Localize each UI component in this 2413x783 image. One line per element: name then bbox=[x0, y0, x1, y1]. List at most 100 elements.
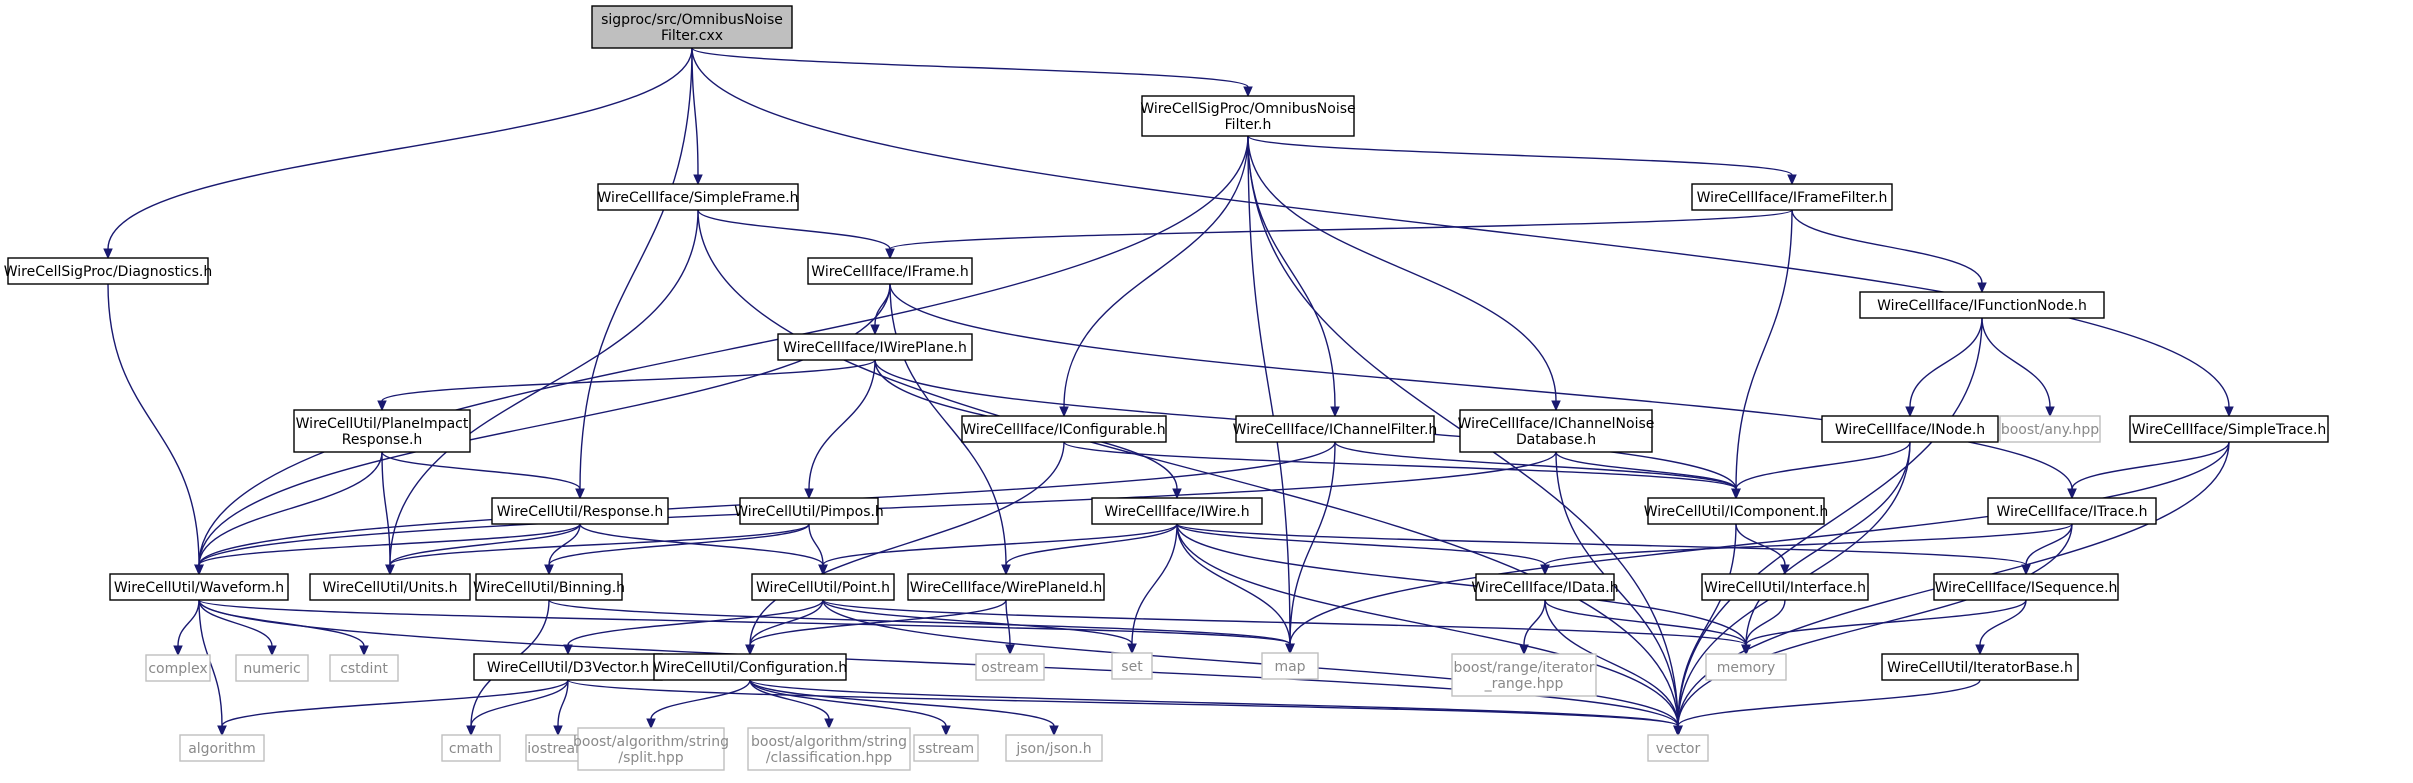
node-label: WireCellUtil/PlaneImpact bbox=[296, 416, 469, 432]
node-ifunctionnode[interactable]: WireCellIface/IFunctionNode.h bbox=[1859, 291, 2105, 319]
edge-pimpos-to-units bbox=[385, 523, 810, 576]
node-label: complex bbox=[148, 661, 207, 677]
node-pimpos[interactable]: WireCellUtil/Pimpos.h bbox=[734, 497, 884, 525]
edge-arrowhead bbox=[1905, 406, 1915, 418]
node-box bbox=[1647, 734, 1709, 762]
node-iframe[interactable]: WireCellIface/IFrame.h bbox=[807, 257, 973, 285]
edge-line bbox=[1544, 523, 2073, 566]
node-iconfigurable[interactable]: WireCellIface/IConfigurable.h bbox=[961, 415, 1167, 443]
edge-line bbox=[381, 359, 876, 402]
edge-line bbox=[198, 135, 1249, 566]
node-ichannelfilter[interactable]: WireCellIface/IChannelFilter.h bbox=[1233, 415, 1438, 443]
node-label: Filter.cxx bbox=[661, 28, 723, 44]
node-label: /split.hpp bbox=[618, 750, 683, 766]
node-iwireplane[interactable]: WireCellIface/IWirePlane.h bbox=[777, 333, 973, 361]
node-label: vector bbox=[1656, 741, 1701, 757]
edge-arrowhead bbox=[1285, 643, 1295, 655]
node-wireplaneid[interactable]: WireCellIface/WirePlaneId.h bbox=[907, 573, 1105, 601]
node-label: boost/algorithm/string bbox=[573, 734, 729, 750]
node-box bbox=[475, 573, 623, 601]
edge-arrowhead bbox=[1127, 643, 1137, 655]
node-set: set bbox=[1111, 652, 1153, 680]
edge-line bbox=[1063, 135, 1249, 408]
node-box bbox=[145, 654, 211, 682]
node-label: WireCellUtil/D3Vector.h bbox=[487, 660, 649, 676]
edge-arrowhead bbox=[745, 644, 755, 656]
edge-line bbox=[1735, 209, 1793, 490]
edge-isequence-to-memory bbox=[1741, 599, 2027, 656]
edge-line bbox=[1247, 135, 1291, 645]
node-simpletrace[interactable]: WireCellIface/SimpleTrace.h bbox=[2129, 415, 2329, 443]
edge-arrowhead bbox=[377, 400, 387, 412]
edge-line bbox=[1745, 599, 2027, 646]
node-point[interactable]: WireCellUtil/Point.h bbox=[751, 573, 895, 601]
node-box bbox=[907, 573, 1105, 601]
edge-arrowhead bbox=[1977, 282, 1987, 294]
node-inode[interactable]: WireCellIface/INode.h bbox=[1821, 415, 1999, 443]
edge-line bbox=[470, 679, 569, 727]
edge-line bbox=[579, 523, 824, 566]
node-d3vector[interactable]: WireCellUtil/D3Vector.h bbox=[473, 653, 663, 681]
node-label: WireCellIface/IWirePlane.h bbox=[783, 340, 967, 356]
node-binning[interactable]: WireCellUtil/Binning.h bbox=[473, 573, 625, 601]
edge-diag-to-waveform bbox=[107, 283, 204, 576]
edge-arrowhead bbox=[385, 564, 395, 576]
edge-layer bbox=[103, 47, 2234, 737]
edge-wireplaneid-to-configuration bbox=[745, 599, 1007, 656]
edge-line bbox=[1176, 523, 1546, 566]
node-box bbox=[293, 409, 471, 453]
node-cmath: cmath bbox=[441, 734, 501, 762]
node-box bbox=[7, 257, 209, 285]
edge-line bbox=[1544, 599, 1679, 727]
node-idata[interactable]: WireCellIface/IData.h bbox=[1471, 573, 1619, 601]
edge-line bbox=[889, 209, 1793, 250]
node-configuration[interactable]: WireCellUtil/Configuration.h bbox=[653, 653, 847, 681]
edge-line bbox=[822, 599, 1679, 727]
node-iframefilter[interactable]: WireCellIface/IFrameFilter.h bbox=[1691, 183, 1893, 211]
node-iwire[interactable]: WireCellIface/IWire.h bbox=[1091, 497, 1263, 525]
edge-arrowhead bbox=[359, 645, 369, 657]
edge-arrowhead bbox=[1059, 406, 1069, 418]
node-label: WireCellIface/IConfigurable.h bbox=[962, 422, 1165, 438]
edge-pimpos-to-binning bbox=[544, 523, 810, 576]
node-label: Response.h bbox=[342, 432, 423, 448]
edge-line bbox=[548, 523, 581, 566]
edge-line bbox=[1289, 441, 1336, 645]
edge-arrowhead bbox=[941, 725, 951, 737]
node-iteratorbase[interactable]: WireCellUtil/IteratorBase.h bbox=[1881, 653, 2079, 681]
edge-line bbox=[749, 599, 824, 646]
node-label: WireCellIface/ISequence.h bbox=[1935, 580, 2118, 596]
edge-line bbox=[1735, 523, 1786, 566]
node-itrace[interactable]: WireCellIface/ITrace.h bbox=[1987, 497, 2157, 525]
edge-line bbox=[822, 523, 1178, 566]
node-box bbox=[577, 727, 725, 771]
node-units[interactable]: WireCellUtil/Units.h bbox=[309, 573, 471, 601]
node-simpleframe[interactable]: WireCellIface/SimpleFrame.h bbox=[597, 183, 799, 211]
node-box bbox=[1881, 653, 2079, 681]
edge-line bbox=[1745, 599, 1786, 646]
node-label: WireCellUtil/Point.h bbox=[756, 580, 890, 596]
node-label: WireCellIface/IWire.h bbox=[1104, 504, 1249, 520]
edge-line bbox=[691, 47, 699, 176]
edge-line bbox=[1176, 523, 2027, 566]
node-waveform[interactable]: WireCellUtil/Waveform.h bbox=[109, 573, 289, 601]
edge-d3vector-to-cmath bbox=[466, 679, 569, 737]
node-interface[interactable]: WireCellUtil/Interface.h bbox=[1701, 573, 1869, 601]
node-box bbox=[1235, 415, 1435, 443]
edge-root-to-onf_h bbox=[691, 47, 1253, 98]
node-response[interactable]: WireCellUtil/Response.h bbox=[491, 497, 669, 525]
edge-line bbox=[889, 283, 1007, 566]
node-icomponent[interactable]: WireCellUtil/IComponent.h bbox=[1644, 497, 1829, 525]
edge-line bbox=[1005, 599, 1011, 646]
edge-arrowhead bbox=[217, 725, 227, 737]
node-label: cmath bbox=[449, 741, 493, 757]
node-isequence[interactable]: WireCellIface/ISequence.h bbox=[1933, 573, 2119, 601]
node-diag[interactable]: WireCellSigProc/Diagnostics.h bbox=[4, 257, 213, 285]
node-label: set bbox=[1121, 659, 1143, 675]
node-box bbox=[329, 654, 399, 682]
edge-line bbox=[1735, 441, 1911, 490]
